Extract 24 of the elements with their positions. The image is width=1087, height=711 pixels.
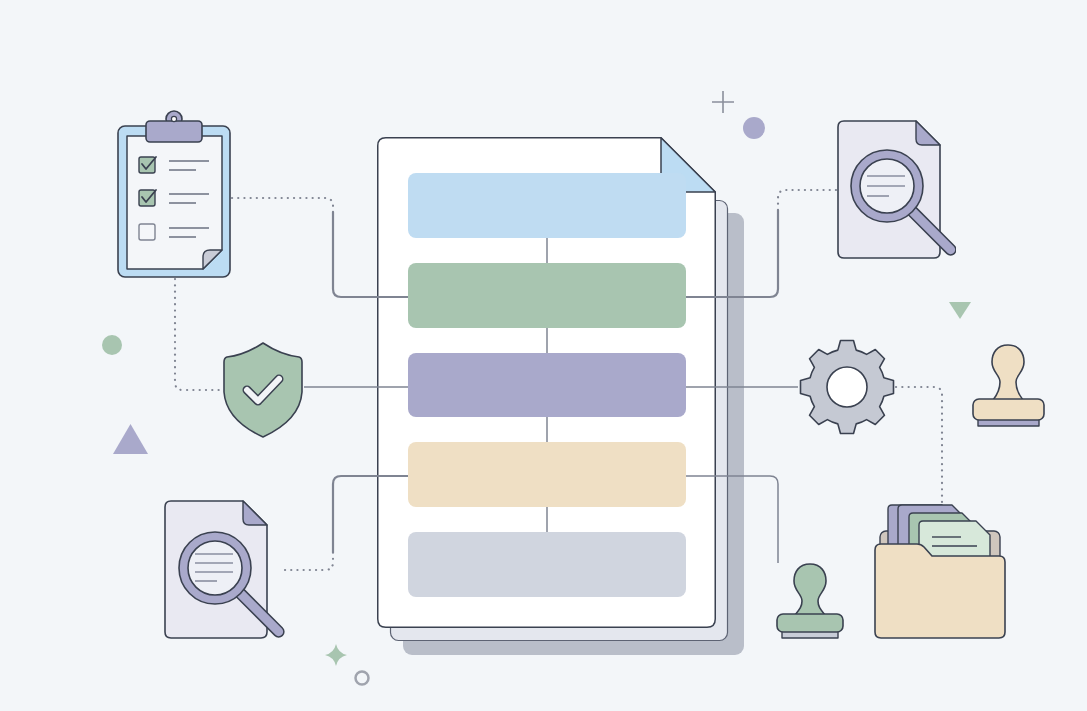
connector-line bbox=[685, 475, 779, 564]
document-search-icon bbox=[163, 499, 285, 640]
connector-line bbox=[546, 237, 548, 264]
connector-line bbox=[546, 327, 548, 354]
stamp-icon bbox=[776, 563, 844, 640]
document-page bbox=[377, 137, 716, 628]
content-bar bbox=[408, 442, 686, 507]
content-bar bbox=[408, 353, 686, 417]
connector-line bbox=[546, 416, 548, 443]
clipboard-checklist-icon bbox=[116, 108, 232, 279]
content-bar bbox=[408, 173, 686, 238]
gear-icon bbox=[798, 338, 896, 436]
connector-line bbox=[685, 386, 799, 388]
content-bar bbox=[408, 532, 686, 597]
document-search-icon bbox=[836, 119, 956, 260]
dotted-connector bbox=[230, 196, 410, 299]
connector-line bbox=[303, 386, 409, 388]
dotted-connector bbox=[684, 188, 838, 299]
dotted-connector bbox=[283, 474, 410, 572]
shield-check-icon bbox=[222, 341, 304, 439]
connector-line bbox=[546, 506, 548, 533]
dotted-connector bbox=[894, 385, 944, 505]
folder-documents-icon bbox=[873, 503, 1007, 640]
content-bar bbox=[408, 263, 686, 328]
